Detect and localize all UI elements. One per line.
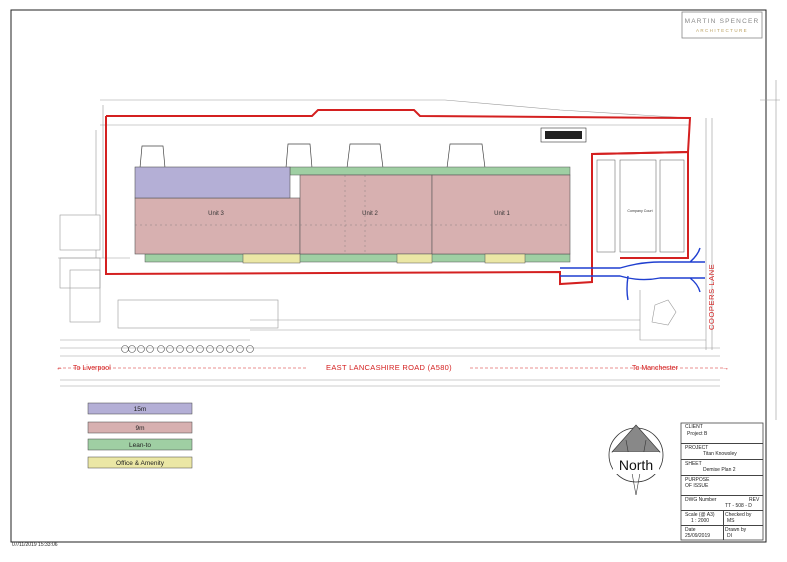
loading-docks bbox=[139, 143, 486, 169]
dwg-value: TT - 508 - D bbox=[725, 503, 752, 509]
dwg-label: DWG Number bbox=[685, 497, 717, 503]
column-grid bbox=[135, 175, 570, 254]
legend-swatch-9m bbox=[87, 421, 193, 434]
scale-cell: Scale (@ A3) 1 : 2000 Checked by MS bbox=[681, 510, 763, 526]
north-arrow: North bbox=[608, 424, 664, 496]
car-park-boundary bbox=[591, 150, 689, 259]
sheet-cell: SHEET Demise Plan 2 bbox=[681, 459, 763, 476]
coopers-lane-label: COOPERS LANE bbox=[707, 264, 716, 330]
unit-1-9m-zone bbox=[431, 174, 571, 255]
right-arrow: → bbox=[722, 365, 729, 372]
title-block-frame bbox=[680, 422, 764, 541]
purpose-label: PURPOSE OF ISSUE bbox=[685, 477, 710, 489]
sheet-label: SHEET bbox=[685, 461, 702, 467]
legend-label-9m: 9m bbox=[135, 425, 144, 432]
office-amenity-blocks bbox=[242, 253, 526, 264]
logo-line-1: MARTIN SPENCER bbox=[685, 18, 760, 25]
to-manchester-label: To Manchester bbox=[632, 365, 679, 372]
title-block-divider bbox=[723, 510, 724, 540]
sheet-value: Demise Plan 2 bbox=[703, 467, 736, 473]
purpose-cell: PURPOSE OF ISSUE bbox=[681, 475, 763, 496]
trees bbox=[121, 345, 254, 353]
architect-logo: MARTIN SPENCER ARCHITECTURE bbox=[681, 11, 763, 39]
left-arrow: ← bbox=[56, 365, 63, 372]
gatehouse-building bbox=[540, 127, 587, 143]
context-linework bbox=[58, 80, 780, 420]
print-timestamp: 07/11/2019 15:33:06 bbox=[12, 542, 58, 548]
rev-label: REV bbox=[749, 497, 760, 503]
date-value: 25/09/2019 bbox=[685, 533, 711, 539]
logo-line-2: ARCHITECTURE bbox=[696, 28, 748, 33]
client-cell: CLIENT Project B bbox=[681, 423, 763, 443]
unit-3-15m-zone bbox=[134, 166, 291, 199]
unit-2-label: Unit 2 bbox=[362, 211, 378, 217]
unit-3-9m-zone bbox=[134, 197, 301, 255]
client-label: CLIENT bbox=[685, 424, 703, 430]
checked-label: Checked by bbox=[725, 512, 752, 518]
north-label: North bbox=[619, 457, 653, 473]
project-cell: PROJECT Titan Knowsley bbox=[681, 443, 763, 460]
dwg-cell: DWG Number REV TT - 508 - D bbox=[681, 495, 763, 511]
date-cell: Date 25/09/2019 Drawn by DI bbox=[681, 525, 763, 541]
project-value: Titan Knowsley bbox=[703, 451, 737, 457]
car-park bbox=[596, 159, 685, 253]
legend: 15m 9m Lean-to Office & Amenity bbox=[87, 402, 193, 469]
drawn-value: DI bbox=[727, 533, 732, 539]
scale-label: Scale (@ A3) bbox=[685, 512, 715, 518]
car-park-label: Company Court bbox=[627, 209, 652, 213]
legend-label-lean-to: Lean-to bbox=[129, 442, 151, 449]
legend-swatch-office bbox=[87, 456, 193, 469]
scale-value: 1 : 2000 bbox=[691, 518, 710, 524]
legend-swatch-lean-to bbox=[87, 438, 193, 451]
legend-swatch-15m bbox=[87, 402, 193, 415]
road-name-label: EAST LANCASHIRE ROAD (A580) bbox=[326, 363, 452, 372]
client-value: Project B bbox=[687, 431, 708, 437]
checked-value: MS bbox=[727, 518, 735, 524]
sheet-border bbox=[10, 9, 767, 543]
access-road bbox=[560, 247, 705, 301]
legend-label-office: Office & Amenity bbox=[116, 460, 165, 467]
legend-label-15m: 15m bbox=[134, 406, 147, 413]
title-block: CLIENT Project B PROJECT Titan Knowsley … bbox=[681, 423, 763, 540]
lean-to-band bbox=[289, 166, 571, 176]
project-label: PROJECT bbox=[685, 445, 709, 451]
unit-3-label: Unit 3 bbox=[208, 211, 224, 217]
drawn-label: Drawn by bbox=[725, 527, 747, 533]
unit-1-label: Unit 1 bbox=[494, 211, 510, 217]
to-liverpool-label: To Liverpool bbox=[73, 365, 111, 372]
date-label: Date bbox=[685, 527, 696, 533]
